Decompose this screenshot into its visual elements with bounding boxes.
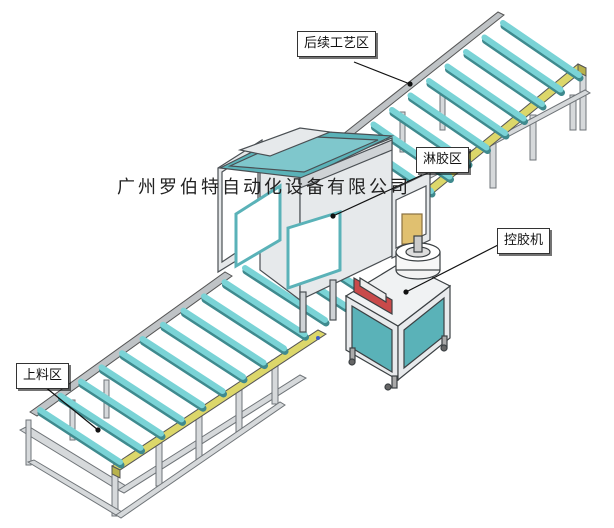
lower-roller	[180, 307, 267, 366]
label-glue-area: 淋胶区	[416, 147, 470, 173]
upper-roller	[463, 49, 545, 107]
lower-roller	[78, 378, 164, 437]
upper-roller	[426, 78, 508, 136]
label-loading-area: 上料区	[16, 363, 70, 389]
upper-roller	[407, 92, 490, 151]
lower-roller	[160, 321, 246, 380]
upper-roller	[500, 20, 582, 78]
glue-booth	[217, 127, 431, 333]
upper-roller	[444, 63, 527, 122]
upper-roller	[481, 34, 564, 93]
lower-roller	[119, 350, 205, 409]
label-glue-machine: 控胶机	[497, 228, 551, 254]
lower-conveyor-frame	[18, 359, 308, 519]
lower-roller	[139, 336, 226, 394]
lower-roller	[98, 364, 185, 423]
lower-roller	[221, 279, 308, 338]
callout-leaders	[43, 61, 499, 433]
label-downstream-area: 后续工艺区	[297, 31, 377, 57]
glue-control-machine	[316, 235, 452, 391]
lower-roller	[201, 293, 287, 352]
company-name: 广州罗伯特自动化设备有限公司	[117, 177, 411, 198]
lower-roller	[37, 407, 123, 465]
lower-roller	[242, 265, 328, 323]
lower-roller	[57, 392, 144, 451]
lower-conveyor-rails	[29, 271, 327, 479]
